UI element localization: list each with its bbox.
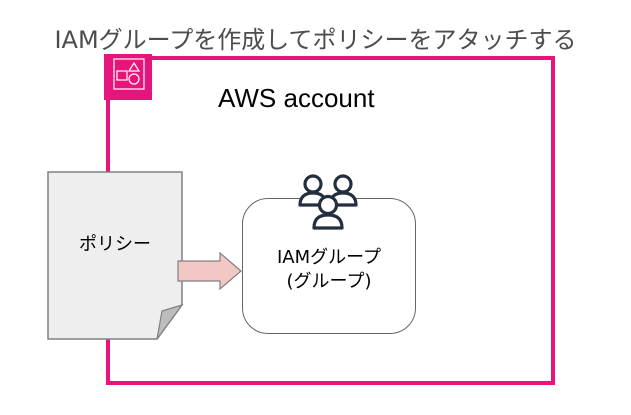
- document-fold-icon: [156, 303, 184, 340]
- iam-group-label-line1: IAMグループ: [276, 247, 382, 268]
- diagram-title: IAMグループを作成してポリシーをアタッチする: [54, 26, 577, 54]
- policy-document: [47, 171, 184, 340]
- iam-group-label: IAMグループ (グループ): [242, 246, 416, 294]
- users-icon: [298, 174, 358, 230]
- attach-arrow: [177, 252, 242, 291]
- aws-account-icon: [104, 54, 152, 100]
- aws-account-label: AWS account: [218, 83, 375, 113]
- iam-group-label-line2: (グループ): [286, 271, 372, 292]
- policy-label: ポリシー: [79, 234, 151, 255]
